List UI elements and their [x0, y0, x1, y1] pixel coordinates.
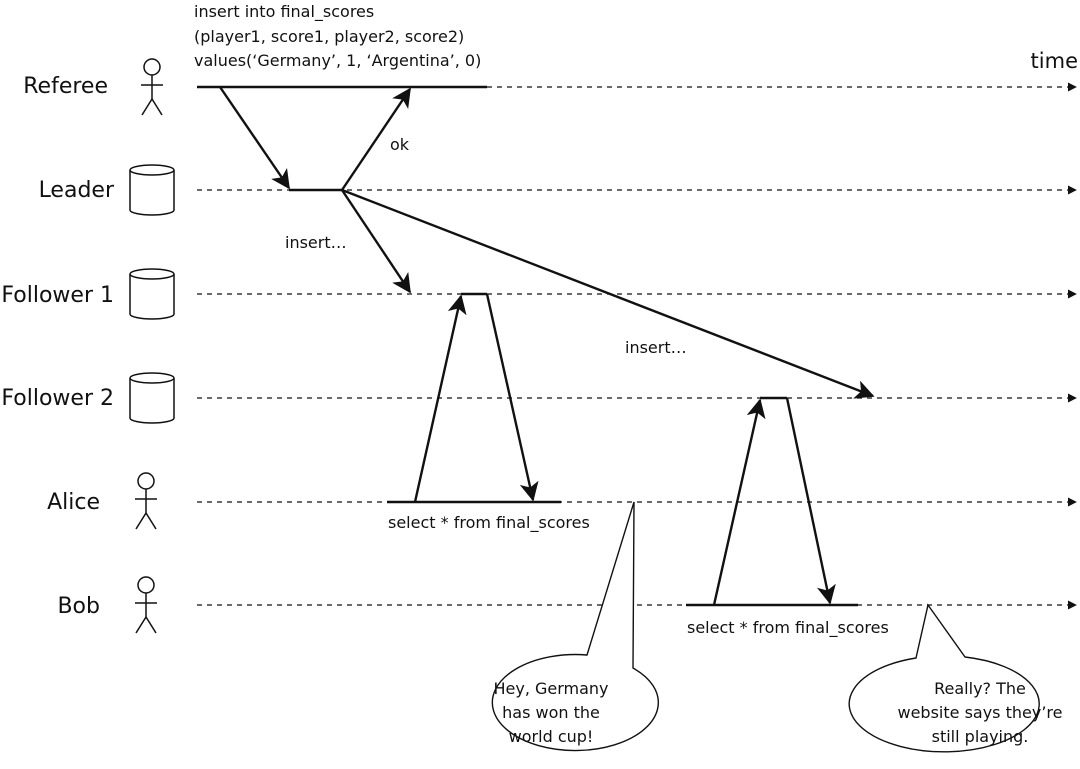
- lane-label-follower-1: Follower 1: [1, 283, 114, 308]
- alice-bubble-line-2: has won the: [502, 703, 600, 722]
- follower-1-database-icon: [129, 268, 175, 320]
- time-axis-label: time: [1031, 49, 1078, 73]
- bob-query-label: select * from final_scores: [687, 618, 889, 638]
- alice-person-icon: [135, 472, 157, 530]
- replicate-follower-1-arrow: [341, 189, 411, 294]
- bob-person-icon: [135, 576, 157, 634]
- alice-speech-bubble: [491, 501, 660, 752]
- insert-statement-line-2: (player1, score1, player2, score2): [194, 27, 464, 46]
- bob-bubble-line-1: Really? The: [934, 679, 1026, 698]
- alice-response-arrow: [485, 293, 539, 502]
- lane-label-alice: Alice: [47, 490, 100, 515]
- insert-follower-2-label: insert…: [625, 338, 687, 357]
- alice-query-label: select * from final_scores: [388, 513, 590, 533]
- insert-follower-1-label: insert…: [285, 233, 347, 252]
- follower-2-database-icon: [129, 372, 175, 424]
- leader-database-icon: [129, 164, 175, 216]
- bob-bubble-line-3: still playing.: [932, 727, 1029, 746]
- bob-speech-bubble: [848, 603, 1040, 753]
- referee-person-icon: [141, 58, 163, 116]
- lane-label-leader: Leader: [39, 178, 115, 203]
- alice-bubble-line-1: Hey, Germany: [493, 679, 608, 698]
- lane-label-follower-2: Follower 2: [1, 386, 114, 411]
- ok-label: ok: [390, 135, 410, 154]
- bob-bubble-line-2: website says they’re: [898, 703, 1063, 722]
- write-request-arrow: [219, 86, 290, 190]
- alice-bubble-line-3: world cup!: [509, 727, 594, 746]
- insert-statement-line-1: insert into final_scores: [194, 2, 374, 22]
- bob-response-arrow: [785, 397, 836, 605]
- insert-statement-line-3: values(‘Germany’, 1, ‘Argentina’, 0): [194, 51, 481, 70]
- lane-label-bob: Bob: [57, 594, 100, 619]
- lane-label-referee: Referee: [23, 74, 108, 99]
- replicate-follower-2-arrow: [341, 188, 875, 399]
- write-ok-arrow: [341, 87, 411, 191]
- alice-query-arrow: [413, 294, 467, 503]
- bob-query-arrow: [712, 398, 766, 606]
